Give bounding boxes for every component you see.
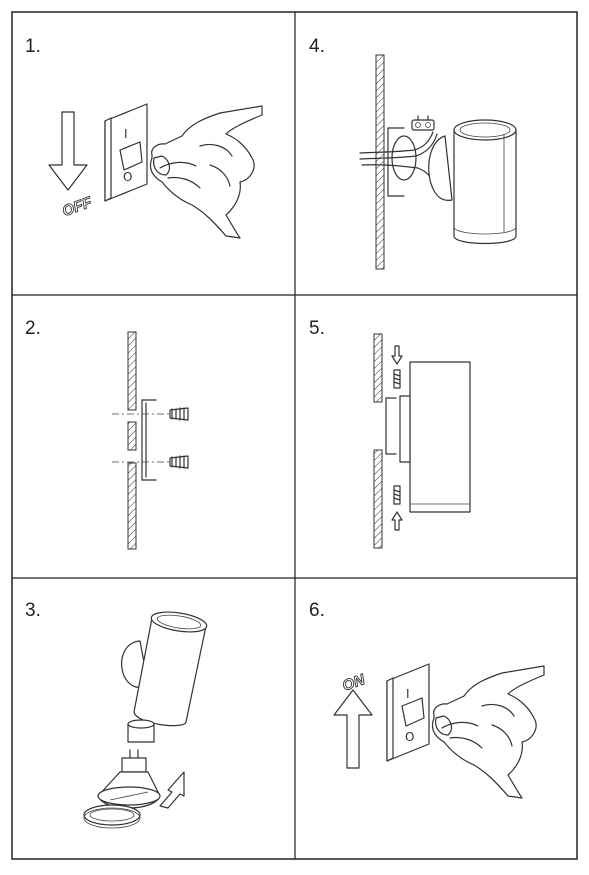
cylinder-lamp-icon bbox=[428, 119, 517, 245]
step-3-panel: 3. bbox=[25, 600, 208, 829]
off-label: OFF bbox=[60, 194, 95, 221]
wall-section bbox=[375, 54, 385, 270]
step-6-panel: 6. ON I O bbox=[309, 600, 545, 799]
mounting-bracket-icon bbox=[141, 399, 157, 481]
switch-on-mark: I bbox=[124, 127, 128, 141]
step-6-number: 6. bbox=[309, 600, 325, 621]
wall-switch-icon: I O bbox=[386, 663, 430, 762]
grid-frame bbox=[11, 11, 578, 860]
wall-section bbox=[127, 331, 137, 550]
step-2-panel: 2. bbox=[25, 318, 189, 550]
screw-icon bbox=[393, 369, 401, 505]
up-arrow-icon bbox=[391, 511, 403, 531]
switch-on-mark: I bbox=[406, 687, 410, 701]
mounting-bracket-icon bbox=[385, 397, 397, 455]
cylinder-lamp-icon bbox=[399, 361, 471, 513]
down-arrow-icon bbox=[48, 111, 88, 191]
wall-switch-icon: I O bbox=[104, 103, 148, 202]
screw-icon bbox=[169, 407, 189, 469]
up-arrow-icon bbox=[159, 771, 185, 809]
cylinder-lamp-icon bbox=[121, 611, 208, 727]
step-1-number: 1. bbox=[25, 36, 41, 57]
up-arrow-icon bbox=[333, 689, 373, 769]
down-arrow-icon bbox=[391, 345, 403, 365]
step-4-number: 4. bbox=[309, 36, 325, 57]
switch-off-mark: O bbox=[405, 730, 414, 744]
bulb-icon bbox=[97, 749, 161, 809]
lamp-socket-icon bbox=[127, 719, 155, 743]
hand-icon bbox=[431, 665, 545, 799]
step-2-number: 2. bbox=[25, 318, 41, 339]
step-5-panel: 5. bbox=[309, 318, 471, 549]
dash-dot-line bbox=[112, 413, 178, 463]
terminal-block-icon bbox=[411, 115, 435, 131]
wall-section bbox=[373, 333, 383, 549]
retaining-ring-icon bbox=[83, 804, 141, 829]
step-4-panel: 4. bbox=[309, 36, 517, 270]
hand-icon bbox=[149, 105, 263, 239]
mounting-bracket-icon bbox=[387, 127, 417, 197]
step-5-number: 5. bbox=[309, 318, 325, 339]
step-3-number: 3. bbox=[25, 600, 41, 621]
switch-off-mark: O bbox=[123, 170, 132, 184]
step-1-panel: 1. OFF I O bbox=[25, 36, 263, 239]
